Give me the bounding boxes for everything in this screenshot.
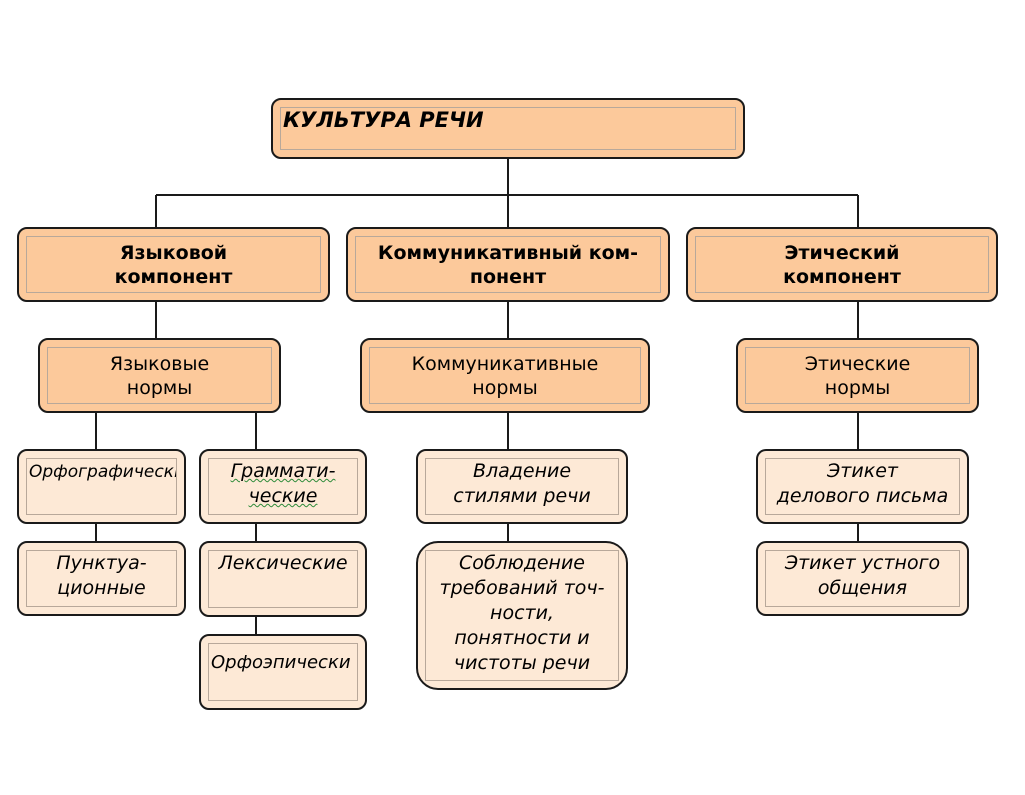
node-label: компонент xyxy=(783,265,901,288)
node-grammatical: Граммати- ческие xyxy=(199,449,367,524)
node-speech-requirements: Соблюдение требований точ- ности, понятн… xyxy=(416,541,628,690)
node-label: стилями речи xyxy=(453,485,591,507)
node-label: Орфографически xyxy=(29,462,177,482)
node-punctuation: Пунктуа- ционные xyxy=(17,541,186,616)
node-label: Пунктуа- xyxy=(56,552,147,574)
node-label: ционные xyxy=(57,577,146,599)
node-communicative-component: Коммуникативный ком- понент xyxy=(346,227,670,302)
root-title: КУЛЬТУРА РЕЧИ xyxy=(283,108,484,132)
node-orthoepic: Орфоэпически xyxy=(199,634,367,710)
node-label: Коммуникативные xyxy=(411,352,599,375)
node-label: понент xyxy=(469,265,547,288)
node-label: Этикет xyxy=(827,460,898,482)
node-label: Орфоэпически xyxy=(211,652,351,673)
node-label: делового письма xyxy=(776,485,949,507)
node-business-letter-etiquette: Этикет делового письма xyxy=(756,449,969,524)
node-label: ческие xyxy=(248,485,318,507)
node-speech-styles: Владение стилями речи xyxy=(416,449,628,524)
node-communicative-norms: Коммуникативные нормы xyxy=(360,338,650,413)
node-label: Коммуникативный ком- xyxy=(377,241,639,264)
node-label: Граммати- xyxy=(230,460,336,482)
node-orthographic: Орфографически xyxy=(17,449,186,524)
node-label: Владение xyxy=(472,460,572,482)
node-label: нормы xyxy=(126,376,193,399)
node-label: чистоты речи xyxy=(453,652,591,674)
node-label: требований точ- xyxy=(439,577,605,599)
node-label: ности, xyxy=(490,602,554,624)
node-ethical-component: Этический компонент xyxy=(686,227,998,302)
node-label: Соблюдение xyxy=(458,552,586,574)
node-label: Лексические xyxy=(218,552,348,574)
node-oral-communication-etiquette: Этикет устного общения xyxy=(756,541,969,616)
node-label: понятности и xyxy=(454,627,590,649)
node-label: Языковой xyxy=(119,241,228,264)
root-node-culture-of-speech: КУЛЬТУРА РЕЧИ xyxy=(271,98,745,159)
node-language-norms: Языковые нормы xyxy=(38,338,281,413)
node-label: общения xyxy=(817,577,908,599)
node-label: Языковые xyxy=(109,352,210,375)
node-label: Этикет устного xyxy=(784,552,941,574)
node-ethical-norms: Этические нормы xyxy=(736,338,979,413)
node-label: компонент xyxy=(114,265,233,288)
node-label: нормы xyxy=(472,376,538,399)
node-language-component: Языковой компонент xyxy=(17,227,330,302)
node-label: Этические xyxy=(804,352,911,375)
node-label: Этический xyxy=(784,241,900,264)
node-lexical: Лексические xyxy=(199,541,367,617)
node-label: нормы xyxy=(824,376,891,399)
